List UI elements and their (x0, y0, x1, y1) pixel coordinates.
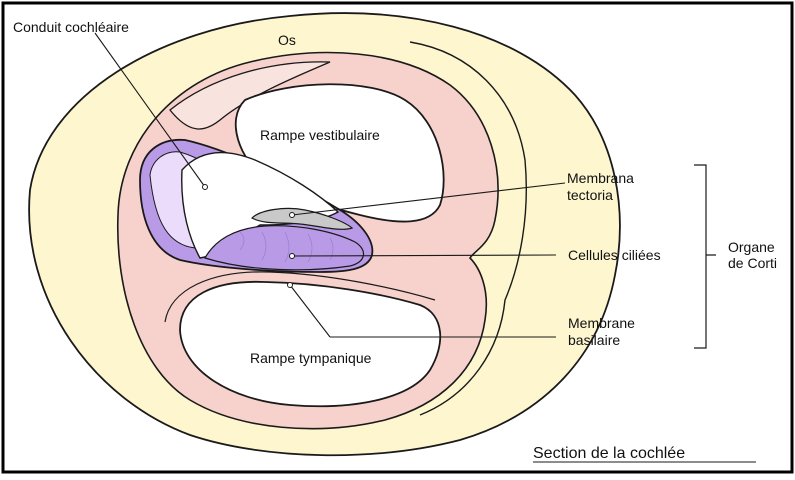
caption-section: Section de la cochlée (533, 445, 685, 462)
organe-bracket (694, 165, 716, 348)
label-organe-line1: Organe (728, 239, 775, 255)
label-rampe-vestibulaire: Rampe vestibulaire (260, 127, 380, 143)
label-membrane-line2: basilaire (568, 332, 620, 348)
label-rampe-tympanique: Rampe tympanique (250, 350, 372, 366)
label-cellules-ciliees: Cellules ciliées (568, 247, 661, 263)
label-conduit-cochleaire: Conduit cochléaire (13, 19, 129, 35)
label-membrana-line2: tectoria (567, 187, 613, 203)
label-os: Os (278, 32, 296, 48)
label-membrane-line1: Membrane (568, 315, 635, 331)
label-organe-line2: de Corti (728, 255, 777, 271)
label-membrana-line1: Membrana (567, 170, 634, 186)
